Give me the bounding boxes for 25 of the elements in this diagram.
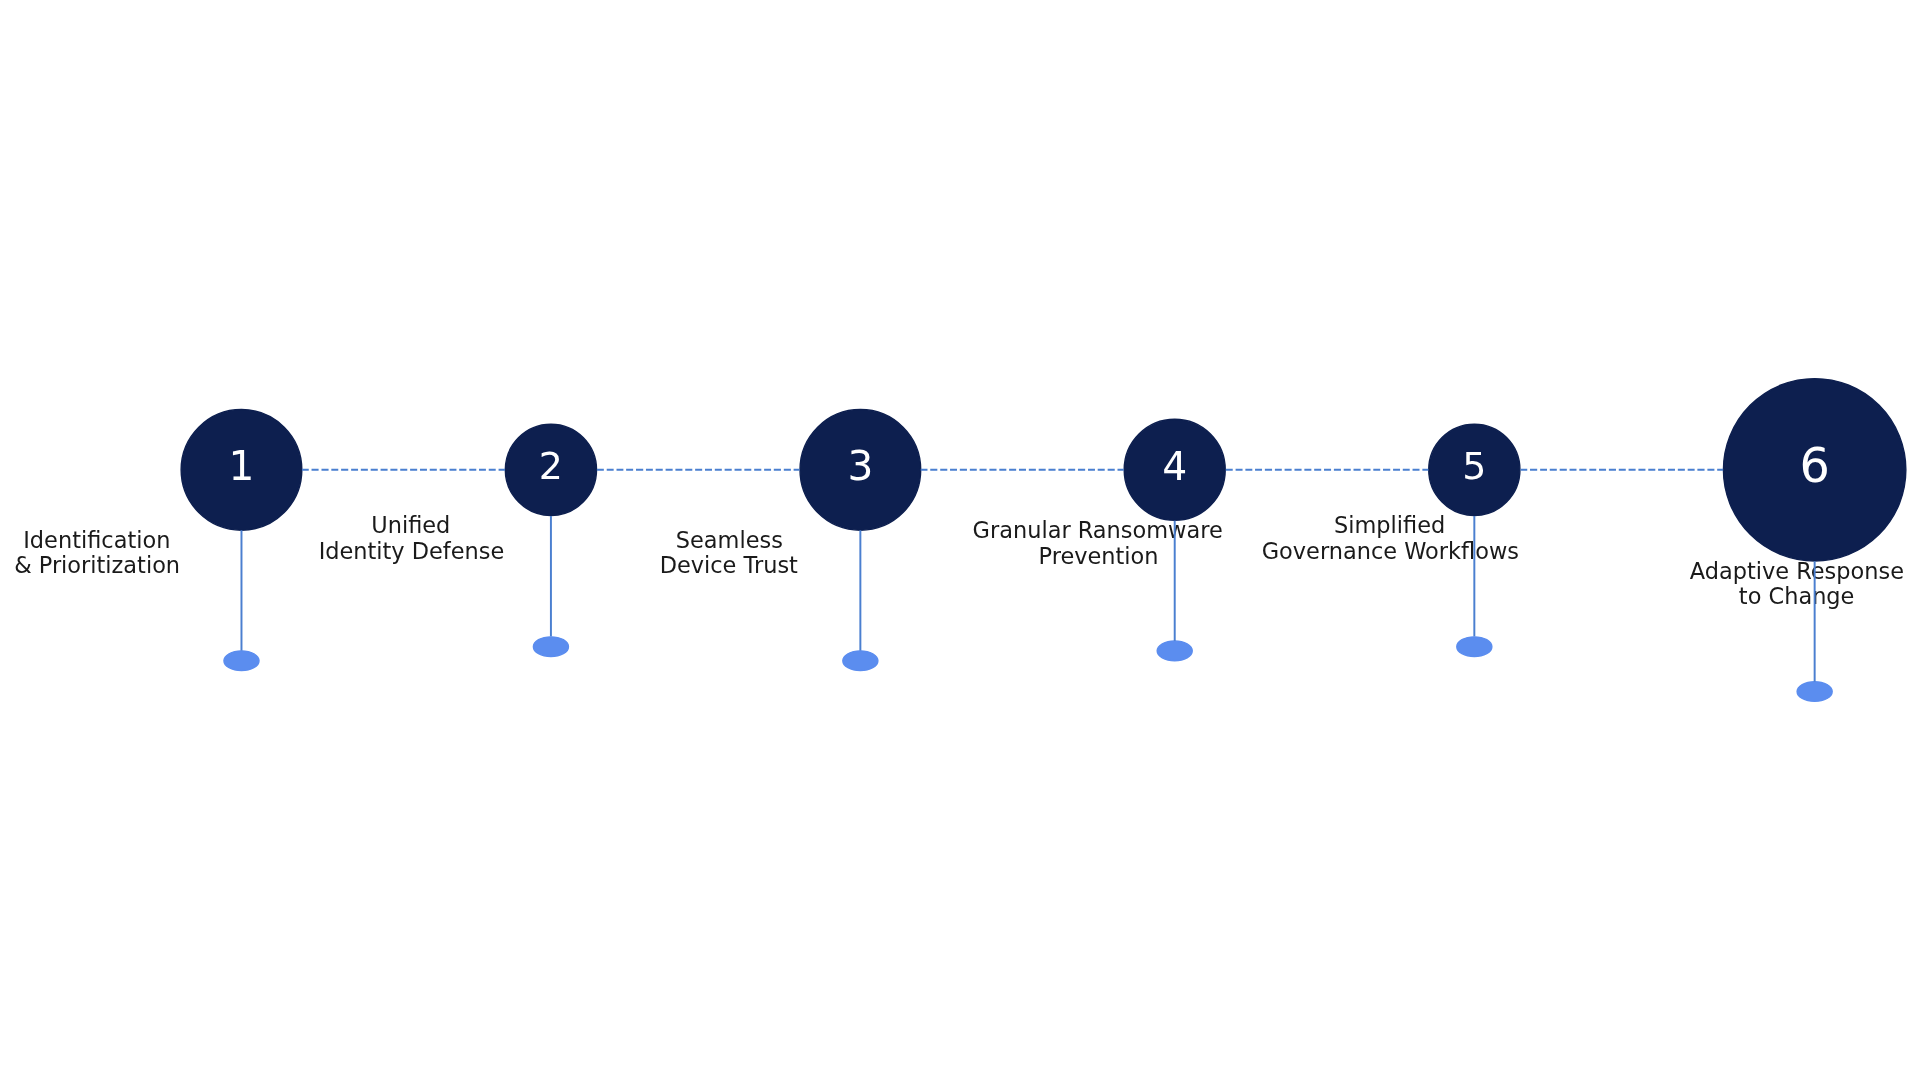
connector bbox=[1473, 515, 1476, 638]
node-ellipse bbox=[1456, 636, 1493, 658]
node-circle: 6 bbox=[1722, 377, 1907, 562]
node-ellipse bbox=[223, 650, 260, 672]
connector bbox=[595, 468, 801, 471]
connector bbox=[1519, 468, 1725, 471]
connector bbox=[1813, 560, 1816, 683]
connector bbox=[1224, 468, 1430, 471]
node-circle: 1 bbox=[180, 408, 303, 531]
connector bbox=[1173, 519, 1176, 642]
connector bbox=[240, 529, 243, 652]
node-circle: 3 bbox=[799, 408, 922, 531]
connector bbox=[859, 529, 862, 652]
node-label: Seamless Device Trust bbox=[659, 527, 798, 579]
node-label: Unified Identity Defense bbox=[318, 512, 505, 564]
node-circle: 4 bbox=[1123, 418, 1226, 522]
node-ellipse bbox=[532, 636, 570, 658]
connector bbox=[549, 515, 552, 638]
node-ellipse bbox=[1156, 640, 1193, 662]
node-circle: 2 bbox=[504, 423, 598, 517]
node-ellipse bbox=[1796, 681, 1833, 703]
node-label: Identification & Prioritization bbox=[14, 527, 181, 579]
connector bbox=[301, 468, 506, 471]
node-ellipse bbox=[842, 650, 879, 672]
connector bbox=[919, 468, 1125, 471]
